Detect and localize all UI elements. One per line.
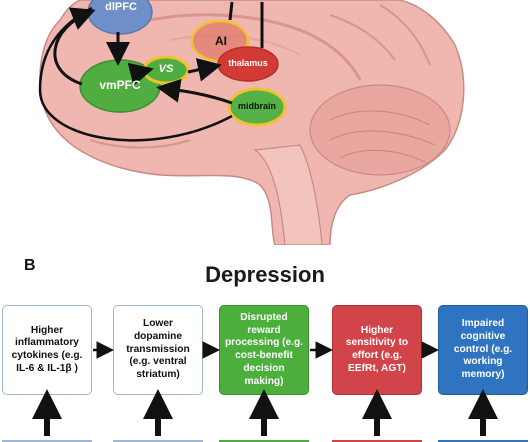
cerebellum-fold — [329, 130, 436, 146]
next-row-box-edge — [113, 440, 203, 442]
loop-arrow-vmpfc-dlpfc — [53, 7, 96, 86]
vmpfc-label: vmPFC — [99, 78, 141, 92]
midbrain-region — [227, 87, 287, 127]
loop-arrow-midbrain-dlpfc — [38, 6, 233, 142]
brain-fold-line — [329, 14, 396, 61]
brain-illustration — [38, 0, 465, 245]
cerebellum-shape — [309, 84, 451, 176]
flow-box-inflammatory-cytokines: Higher inflammatory cytokines (e.g. IL-6… — [2, 305, 92, 395]
brain-fold-line — [379, 4, 431, 66]
brainstem-shape — [253, 144, 323, 245]
flow-box-effort-sensitivity: Higher sensitivity to effort (e.g. EEfRt… — [332, 305, 422, 395]
ai-label: AI — [215, 34, 227, 48]
flow-box-text: Disrupted reward processing (e.g. cost-b… — [224, 311, 304, 387]
dlpfc-label: dlPFC — [105, 1, 137, 13]
arrow-vs-to-thalamus — [187, 58, 222, 82]
cerebellum-fold — [339, 149, 426, 163]
cerebellum-fold — [329, 110, 431, 126]
flow-box-text: Higher sensitivity to effort (e.g. EEfRt… — [345, 324, 409, 374]
brain-figure-panel: dlPFC AI vmPFC VS thalamus midbrain — [38, 0, 465, 245]
brain-fold-line — [89, 139, 191, 149]
midbrain-label: midbrain — [237, 101, 276, 111]
next-row-box-edge — [332, 440, 422, 442]
flow-box-text: Impaired cognitive control (e.g. working… — [453, 318, 513, 381]
flow-box-reward-processing: Disrupted reward processing (e.g. cost-b… — [219, 305, 309, 395]
panel-title: Depression — [205, 262, 325, 287]
thalamus-label: thalamus — [228, 58, 268, 68]
arrow-ai-up — [228, 1, 234, 21]
next-row-box-edge — [2, 440, 92, 442]
panel-letter: B — [24, 257, 36, 274]
flow-arrows — [2, 341, 528, 442]
arrow-midbrain-to-vmpfc — [156, 78, 233, 105]
flow-box-cognitive-control: Impaired cognitive control (e.g. working… — [438, 305, 528, 395]
brain-fold-line — [149, 13, 362, 81]
flow-box-text: Lower dopamine transmission (e.g. ventra… — [126, 318, 190, 381]
next-row-box-edge — [219, 440, 309, 442]
arrow-vmpfc-to-vs — [127, 62, 154, 87]
vs-label: VS — [158, 63, 174, 75]
flow-box-dopamine-transmission: Lower dopamine transmission (e.g. ventra… — [113, 305, 203, 395]
next-row-box-edge — [438, 440, 528, 442]
flow-box-text: Higher inflammatory cytokines (e.g. IL-6… — [11, 324, 83, 374]
